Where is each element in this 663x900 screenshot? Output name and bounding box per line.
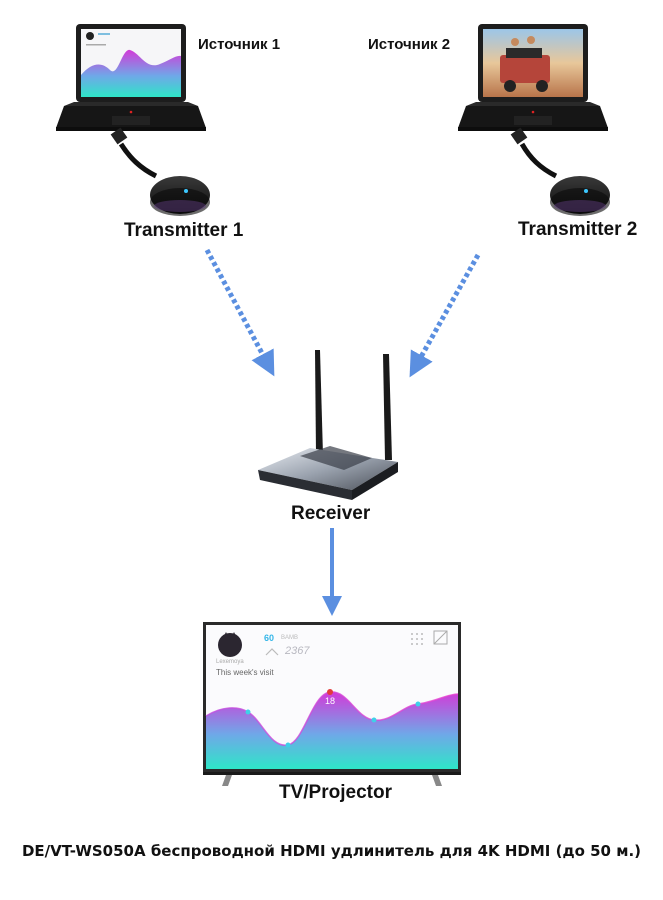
- source-1-label: Источник 1: [198, 36, 281, 53]
- tv-projector-label: TV/Projector: [279, 782, 392, 803]
- transmitter-1-label: Transmitter 1: [124, 220, 244, 241]
- transmitter-1-icon: [110, 127, 210, 216]
- tv-screen-visit-text: This week's visit: [216, 668, 274, 677]
- tv-screen-peak-value: 18: [325, 696, 336, 706]
- source-2-label: Источник 2: [368, 36, 451, 53]
- product-caption: DE/VT-WS050A беспроводной HDMI удлинител…: [21, 842, 642, 860]
- transmitter-2-label: Transmitter 2: [518, 219, 638, 240]
- tv-screen-user-name: Lexemoya: [216, 659, 244, 665]
- link-arrow-t1-to-receiver: [204, 248, 275, 377]
- tv-screen-value-secondary: 2367: [285, 645, 310, 657]
- laptop-1-icon: [56, 24, 206, 131]
- transmitter-2-icon: [510, 127, 610, 216]
- laptop-2-icon: [458, 24, 608, 131]
- tv-icon: [203, 622, 461, 786]
- receiver-label: Receiver: [291, 503, 371, 524]
- tv-screen-value-unit: BAMB: [281, 635, 299, 641]
- link-arrow-t2-to-receiver: [409, 253, 481, 378]
- tv-screen-value-main: 60: [264, 633, 275, 643]
- receiver-icon: [258, 350, 398, 500]
